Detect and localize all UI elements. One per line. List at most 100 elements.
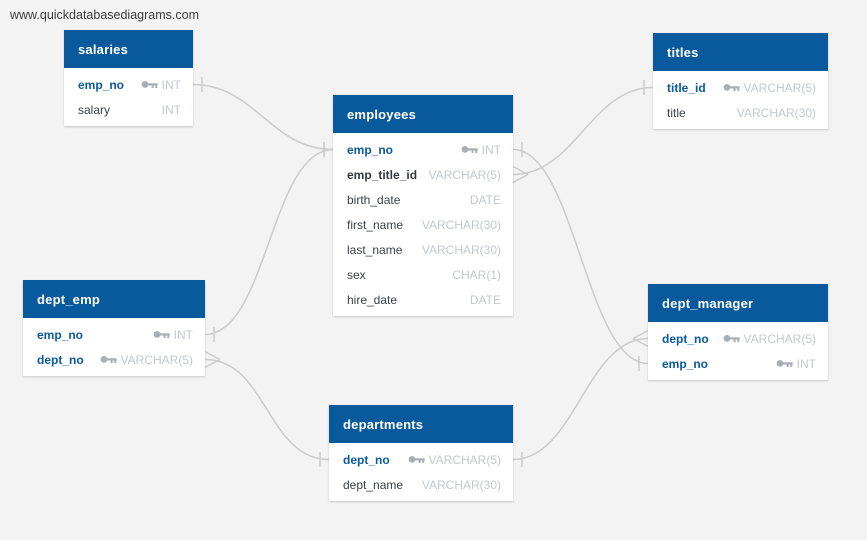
- field-name: first_name: [347, 217, 404, 232]
- relationship-dept_emp-departments: [204, 358, 330, 461]
- field-row-employees-emp_no: emp_no INT: [333, 137, 513, 162]
- field-type: VARCHAR(5): [100, 353, 193, 367]
- field-row-employees-first_name: first_name VARCHAR(30): [333, 212, 513, 237]
- field-type: VARCHAR(5): [429, 168, 501, 182]
- field-name: birth_date: [347, 192, 401, 207]
- relationship-departments-dept_manager-to-marker-many: [632, 329, 649, 348]
- field-name: emp_no: [78, 77, 125, 92]
- key-icon: [408, 455, 425, 463]
- field-type-label: DATE: [469, 292, 501, 307]
- field-name: last_name: [347, 242, 403, 257]
- field-type-label: VARCHAR(30): [421, 242, 501, 257]
- table-body: emp_no INT emp_title_id VARCHAR(5) birth…: [333, 133, 513, 316]
- table-employees[interactable]: employees emp_no INT emp_title_id VARCHA…: [333, 95, 513, 316]
- field-type-label: DATE: [469, 192, 501, 207]
- field-type-label: VARCHAR(5): [743, 331, 816, 346]
- field-type-label: INT: [161, 77, 181, 92]
- field-type: VARCHAR(5): [723, 81, 816, 95]
- field-row-dept_manager-dept_no: dept_no VARCHAR(5): [648, 326, 828, 351]
- field-type-label: INT: [796, 356, 816, 371]
- field-type-label: VARCHAR(5): [428, 167, 501, 182]
- field-name: dept_no: [37, 352, 84, 367]
- field-type-label: VARCHAR(30): [421, 477, 501, 492]
- field-row-dept_manager-emp_no: emp_no INT: [648, 351, 828, 376]
- table-header-dept_manager: dept_manager: [648, 284, 828, 322]
- field-type: VARCHAR(30): [737, 106, 816, 120]
- field-type: INT: [153, 328, 193, 342]
- field-name: dept_no: [343, 452, 390, 467]
- field-type-label: INT: [161, 102, 181, 117]
- key-icon: [141, 80, 158, 88]
- field-type-label: CHAR(1): [452, 267, 501, 282]
- field-row-dept_emp-emp_no: emp_no INT: [23, 322, 205, 347]
- relationship-employees-dept_manager: [512, 148, 649, 365]
- field-name: emp_no: [347, 142, 394, 157]
- field-row-employees-last_name: last_name VARCHAR(30): [333, 237, 513, 262]
- table-header-employees: employees: [333, 95, 513, 133]
- watermark-link[interactable]: www.quickdatabasediagrams.com: [10, 8, 199, 22]
- field-type: VARCHAR(30): [422, 243, 501, 257]
- table-body: emp_no INT salary INT: [64, 68, 193, 126]
- field-type: VARCHAR(5): [408, 453, 501, 467]
- key-icon: [461, 145, 478, 153]
- field-type-label: VARCHAR(5): [743, 80, 816, 95]
- key-icon: [153, 330, 170, 338]
- table-header-departments: departments: [329, 405, 513, 443]
- field-row-salaries-salary: salary INT: [64, 97, 193, 122]
- relationship-departments-dept_manager: [512, 337, 649, 461]
- field-row-dept_emp-dept_no: dept_no VARCHAR(5): [23, 347, 205, 372]
- table-salaries[interactable]: salaries emp_no INT salary INT: [64, 30, 193, 126]
- table-header-salaries: salaries: [64, 30, 193, 68]
- field-type-label: VARCHAR(30): [736, 105, 816, 120]
- table-dept_manager[interactable]: dept_manager dept_no VARCHAR(5) emp_no I…: [648, 284, 828, 380]
- field-row-employees-sex: sex CHAR(1): [333, 262, 513, 287]
- field-type: DATE: [470, 293, 501, 307]
- relationship-titles-employees: [512, 86, 654, 176]
- key-icon: [100, 355, 117, 363]
- field-type-label: VARCHAR(5): [428, 452, 501, 467]
- table-header-titles: titles: [653, 33, 828, 71]
- field-name: sex: [347, 267, 366, 282]
- table-body: dept_no VARCHAR(5) emp_no INT: [648, 322, 828, 380]
- table-dept_emp[interactable]: dept_emp emp_no INT dept_no VARCHAR(5): [23, 280, 205, 376]
- key-icon: [776, 359, 793, 367]
- relationship-titles-employees-to-marker-many: [512, 165, 529, 184]
- field-type: INT: [162, 103, 181, 117]
- field-name: title: [667, 105, 686, 120]
- table-header-dept_emp: dept_emp: [23, 280, 205, 318]
- field-row-employees-birth_date: birth_date DATE: [333, 187, 513, 212]
- field-type: DATE: [470, 193, 501, 207]
- field-name: hire_date: [347, 292, 398, 307]
- field-row-employees-hire_date: hire_date DATE: [333, 287, 513, 312]
- relationship-salaries-employees: [192, 83, 334, 151]
- field-name: salary: [78, 102, 111, 117]
- field-name: emp_no: [662, 356, 709, 371]
- table-body: title_id VARCHAR(5) title VARCHAR(30): [653, 71, 828, 129]
- field-type: INT: [461, 143, 501, 157]
- field-type: INT: [776, 357, 816, 371]
- key-icon: [723, 334, 740, 342]
- relationship-dept_emp-employees: [204, 148, 334, 336]
- field-name: emp_no: [37, 327, 84, 342]
- field-name: dept_name: [343, 477, 404, 492]
- field-row-employees-emp_title_id: emp_title_id VARCHAR(5): [333, 162, 513, 187]
- field-type-label: INT: [481, 142, 501, 157]
- table-departments[interactable]: departments dept_no VARCHAR(5) dept_name…: [329, 405, 513, 501]
- field-row-departments-dept_no: dept_no VARCHAR(5): [329, 447, 513, 472]
- field-row-salaries-emp_no: emp_no INT: [64, 72, 193, 97]
- table-titles[interactable]: titles title_id VARCHAR(5) title VARCHAR…: [653, 33, 828, 129]
- key-icon: [723, 83, 740, 91]
- field-type: VARCHAR(5): [723, 332, 816, 346]
- field-type-label: VARCHAR(5): [120, 352, 193, 367]
- field-type: VARCHAR(30): [422, 218, 501, 232]
- field-type-label: INT: [173, 327, 193, 342]
- field-name: emp_title_id: [347, 167, 418, 182]
- field-type: CHAR(1): [452, 268, 501, 282]
- relationship-dept_emp-departments-from-marker-many: [204, 350, 221, 369]
- field-row-departments-dept_name: dept_name VARCHAR(30): [329, 472, 513, 497]
- field-name: dept_no: [662, 331, 709, 346]
- field-type: INT: [141, 78, 181, 92]
- field-name: title_id: [667, 80, 706, 95]
- field-row-titles-title: title VARCHAR(30): [653, 100, 828, 125]
